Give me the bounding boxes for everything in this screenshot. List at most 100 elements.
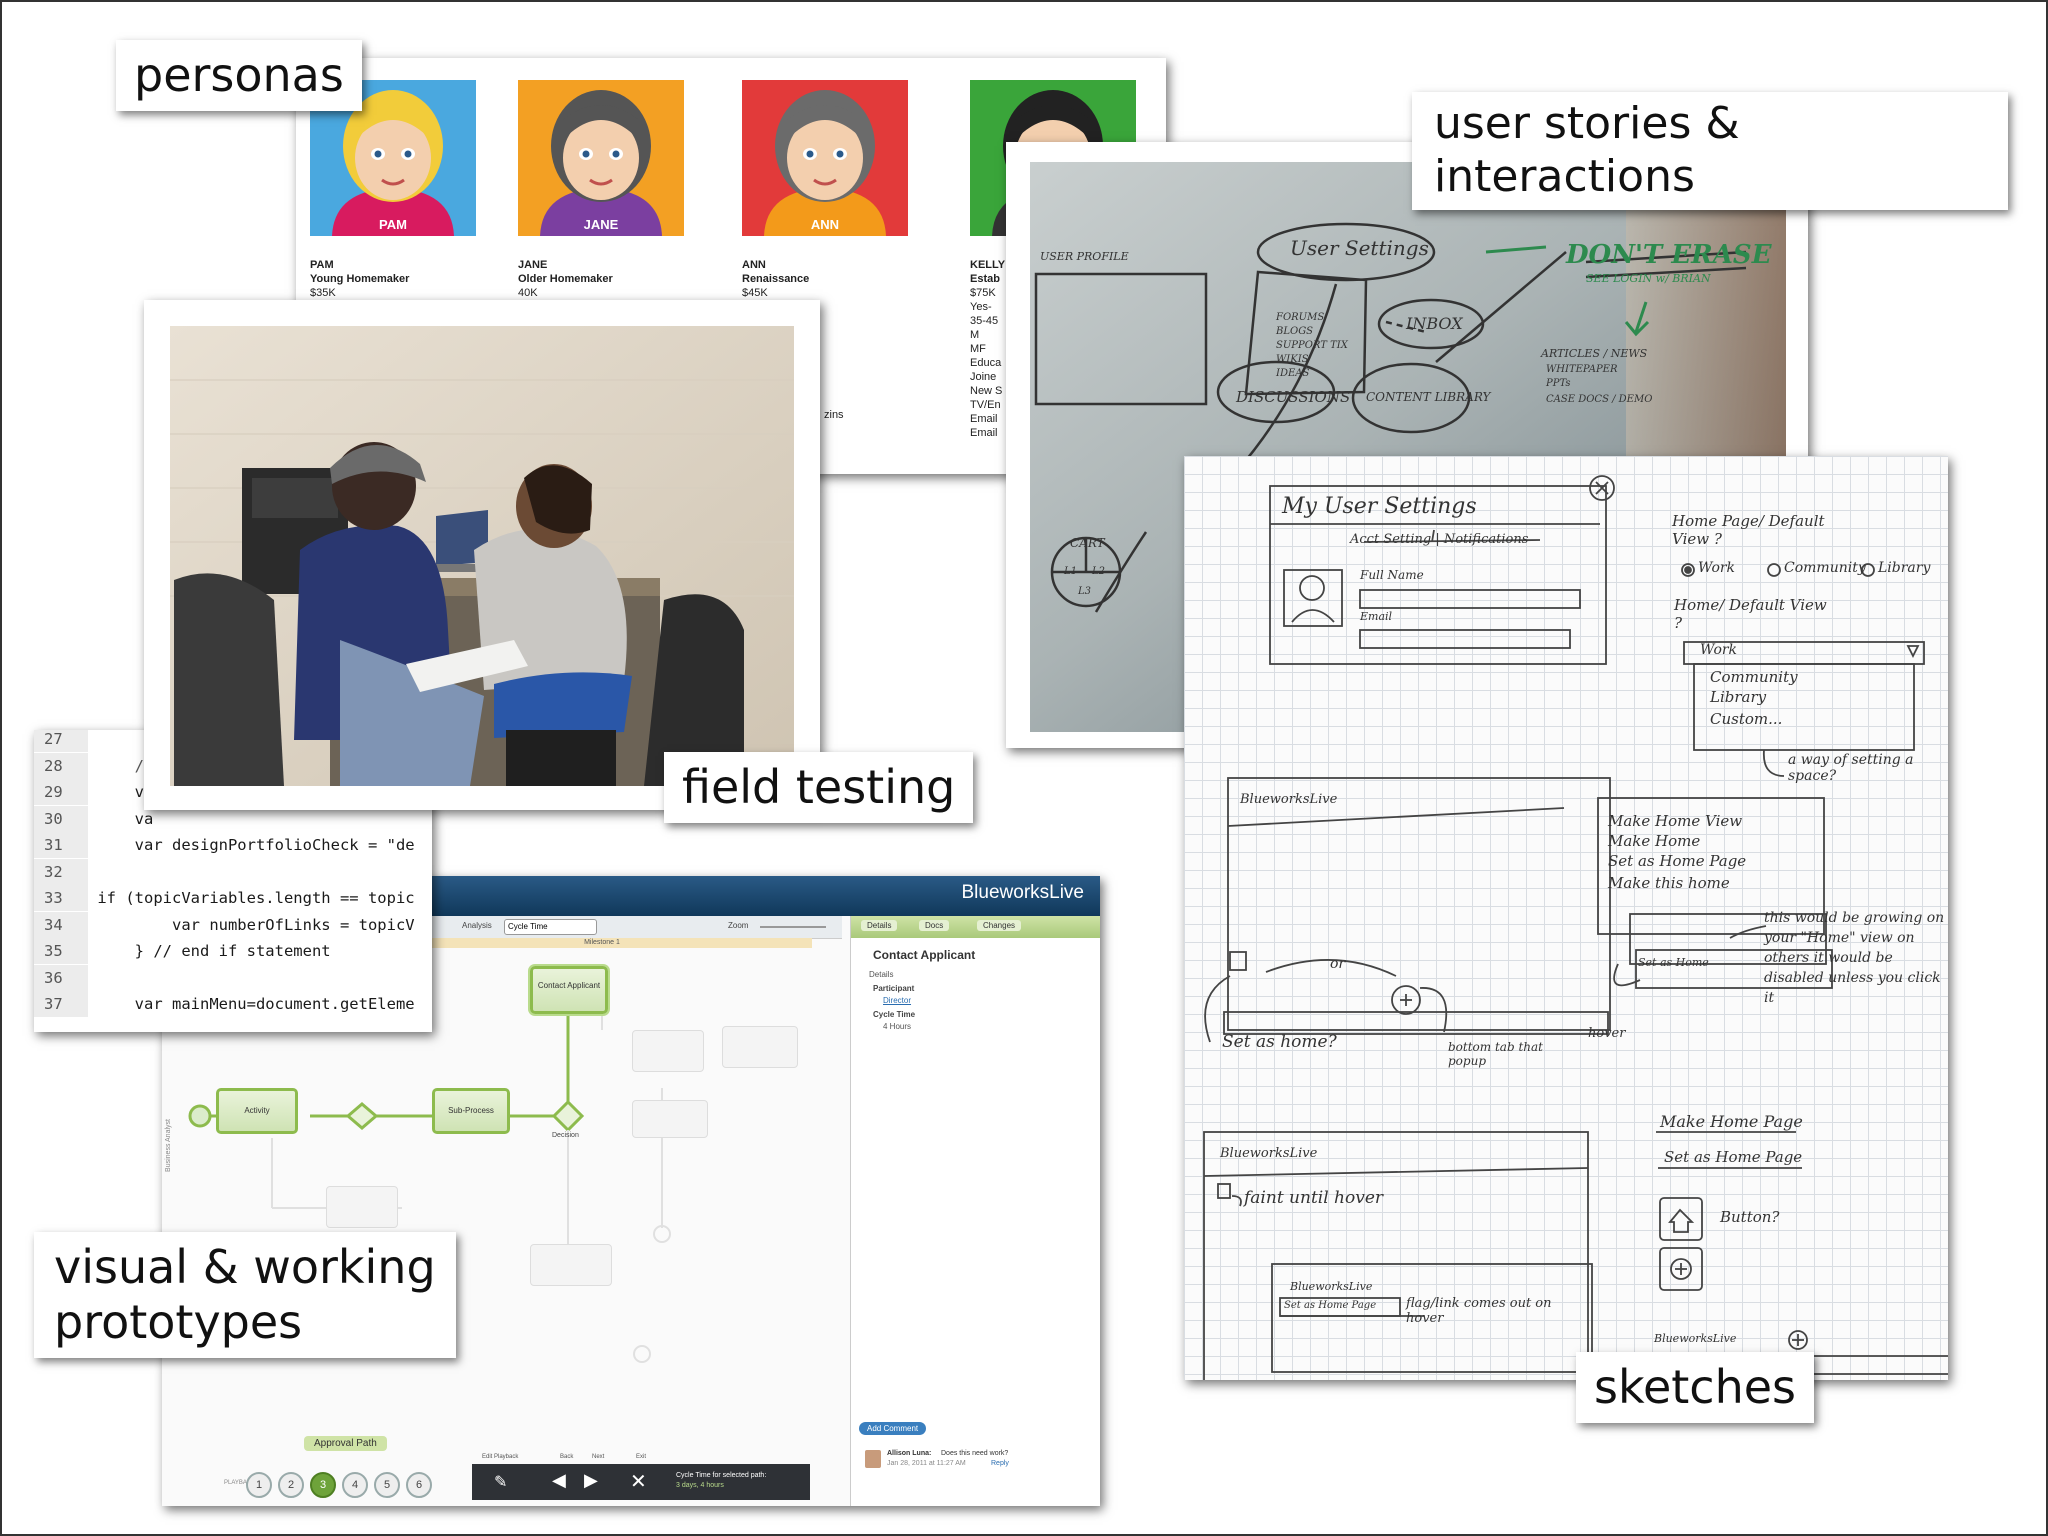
line-number: 35 — [34, 938, 88, 964]
comment-reply-link[interactable]: Reply — [991, 1460, 1009, 1467]
persona-detail: Email — [970, 413, 998, 425]
code-text: var designPortfolioCheck = "de — [88, 836, 415, 854]
node-contact-applicant[interactable]: Contact Applicant — [530, 966, 608, 1014]
persona-detail: New S — [970, 385, 1003, 397]
wb-articles: ARTICLES / NEWS — [1541, 347, 1648, 360]
persona-role: Young Homemaker — [310, 273, 410, 285]
line-number: 31 — [34, 832, 88, 858]
code-line: 34 var numberOfLinks = topicV — [34, 911, 432, 938]
sketch-faint-until-hover: faint until hover — [1244, 1188, 1384, 1208]
player-bar: ✎ ◀ ▶ ✕ Cycle Time for selected path: 3 … — [472, 1464, 810, 1500]
zoom-slider[interactable] — [760, 926, 826, 928]
edit-playback-icon[interactable]: ✎ — [494, 1474, 508, 1491]
step-pill-2[interactable]: 2 — [278, 1472, 304, 1498]
step-pill-1[interactable]: 1 — [246, 1472, 272, 1498]
sketch-email: Email — [1360, 610, 1393, 623]
wb-blogs: BLOGS — [1276, 326, 1314, 337]
cycle-time-selected-value: 3 days, 4 hours — [676, 1482, 724, 1489]
code-line: 35 } // end if statement — [34, 938, 432, 964]
persona-face-3 — [764, 90, 886, 236]
player-label: Exit — [636, 1454, 647, 1460]
analysis-select[interactable]: Cycle Time — [504, 919, 597, 935]
persona-fragment: zins — [824, 409, 844, 421]
panel-cycle-value: 4 Hours — [883, 1022, 912, 1031]
persona-detail: Yes- — [970, 301, 992, 313]
wb-l1: L1 — [1064, 566, 1078, 577]
step-pill-3[interactable]: 3 — [310, 1472, 336, 1498]
exit-icon[interactable]: ✕ — [630, 1471, 647, 1493]
persona-role: Renaissance — [742, 273, 810, 285]
panel-cycle-label: Cycle Time — [873, 1010, 916, 1019]
node-subprocess-label: Sub-Process — [448, 1106, 494, 1115]
sketch-dd-library: Library — [1710, 688, 1767, 706]
next-icon[interactable]: ▶ — [584, 1470, 598, 1490]
sketch-radio-library: Library — [1878, 560, 1931, 576]
step-pill-6[interactable]: 6 — [406, 1472, 432, 1498]
sketch-growing-note: this would be growing on your "Home" vie… — [1764, 910, 1945, 1006]
sketch-full-name: Full Name — [1360, 568, 1424, 582]
step-pill-4[interactable]: 4 — [342, 1472, 368, 1498]
sketch-card: My User Settings Acct Setting | Notifica… — [1184, 456, 1948, 1380]
sketch-bottom-tab: bottom tab that popup — [1448, 1040, 1543, 1068]
persona-income: $45K — [742, 287, 768, 299]
code-text — [88, 730, 97, 748]
panel-tab-details[interactable]: Details — [861, 920, 898, 931]
sketch-drawing — [1203, 475, 1948, 1380]
panel-tab-docs[interactable]: Docs — [919, 920, 950, 931]
comment-date: Jan 28, 2011 at 11:27 AM — [887, 1460, 966, 1467]
persona-badge-3: ANN — [810, 217, 840, 232]
wb-ideas: IDEAS — [1276, 368, 1310, 379]
line-number: 33 — [34, 885, 88, 911]
sketch-set-as-home-page: Set as Home Page — [1608, 852, 1747, 870]
sketch-set-as-home-question: Set as home? — [1222, 1032, 1337, 1052]
label-sketches: sketches — [1576, 1352, 1815, 1424]
sketch-blueworks-4: BlueworksLive — [1654, 1332, 1737, 1345]
field-testing-photo — [170, 326, 794, 786]
blueworks-prototype-card: BlueworksLive Analysis Cycle Time Zoom M… — [162, 876, 1100, 1506]
persona-face-2 — [540, 90, 662, 236]
panel-participant-value[interactable]: Director — [883, 996, 912, 1005]
step-pill-5[interactable]: 5 — [374, 1472, 400, 1498]
line-number: 34 — [34, 911, 88, 938]
panel-tab-changes[interactable]: Changes — [977, 920, 1022, 931]
zoom-label: Zoom — [728, 921, 749, 930]
blueworks-logo: BlueworksLive — [961, 882, 1085, 903]
sketch-blueworks-2: BlueworksLive — [1220, 1146, 1318, 1161]
persona-detail: Email — [970, 427, 998, 439]
sketch-radio-work: Work — [1698, 560, 1736, 576]
line-number: 32 — [34, 858, 88, 885]
line-number: 29 — [34, 779, 88, 805]
sketch-or: or — [1330, 956, 1346, 972]
sketch-button-question: Button? — [1720, 1208, 1780, 1226]
approval-path-pill[interactable]: Approval Path — [304, 1436, 387, 1451]
wb-l2: L2 — [1092, 566, 1106, 577]
label-prototypes: visual & working prototypes — [34, 1232, 456, 1359]
persona-detail: Educa — [970, 357, 1002, 369]
wb-see-login: SEE LOGIN w/ BRIAN — [1586, 272, 1711, 285]
sketch-hover: hover — [1588, 1026, 1626, 1041]
node-activity[interactable]: Activity — [216, 1088, 298, 1134]
node-subprocess[interactable]: Sub-Process — [432, 1088, 510, 1134]
sketch-home-default: Home/ Default View ? — [1674, 596, 1827, 632]
persona-avatar-2: JANE — [518, 80, 684, 236]
sketch-dd-custom: Custom... — [1710, 710, 1783, 728]
add-comment-button[interactable]: Add Comment — [859, 1422, 927, 1435]
wb-cart: CART — [1070, 536, 1105, 550]
player-label: Next — [592, 1454, 605, 1460]
code-text: var mainMenu=document.getEleme — [88, 995, 415, 1013]
node-contact-label: Contact Applicant — [537, 981, 601, 990]
sketch-way-of-setting: a way of setting a space? — [1788, 752, 1914, 784]
persona-income: 40K — [518, 287, 538, 299]
sketch-make-home-view: Make Home View — [1608, 812, 1743, 830]
player-label: Edit Playback — [482, 1454, 519, 1460]
ghost-node-3 — [632, 1100, 708, 1138]
ghost-node-5 — [530, 1244, 612, 1286]
back-icon[interactable]: ◀ — [552, 1470, 566, 1490]
line-number: 30 — [34, 805, 88, 832]
sketch-make-home-page: Make Home Page — [1660, 1112, 1803, 1131]
node-decision-label: Decision — [552, 1132, 579, 1139]
sketch-title: My User Settings — [1282, 494, 1477, 519]
wb-user-settings: User Settings — [1290, 236, 1429, 260]
